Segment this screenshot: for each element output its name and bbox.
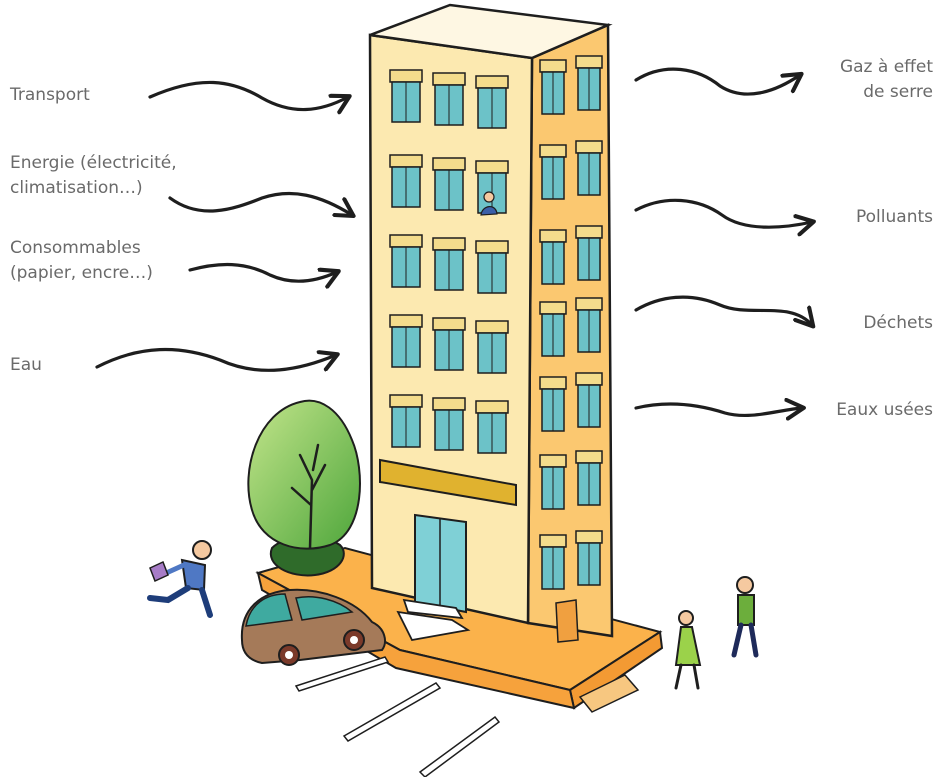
arrow-dechets bbox=[634, 295, 812, 325]
window bbox=[475, 240, 509, 294]
arrow-eaux-usees bbox=[634, 404, 802, 416]
window bbox=[575, 372, 603, 428]
arrow-energie bbox=[168, 191, 352, 215]
window bbox=[575, 140, 603, 196]
label-gaz: Gaz à effet de serre bbox=[839, 57, 933, 102]
window bbox=[575, 530, 603, 586]
arrow-transport bbox=[148, 80, 348, 109]
plaza bbox=[255, 546, 664, 713]
window bbox=[475, 75, 509, 129]
window bbox=[575, 225, 603, 281]
window bbox=[389, 394, 423, 448]
car bbox=[240, 588, 386, 666]
label-energie: Energie (électricité, climatisation…) bbox=[10, 153, 177, 198]
label-dechets: Déchets bbox=[863, 313, 933, 333]
label-eaux-usees: Eaux usées bbox=[836, 400, 933, 420]
label-consommables: Consommables (papier, encre…) bbox=[10, 238, 153, 283]
window bbox=[575, 55, 603, 111]
window bbox=[389, 69, 423, 123]
window bbox=[475, 400, 509, 454]
window bbox=[575, 450, 603, 506]
window bbox=[539, 534, 567, 590]
window bbox=[539, 59, 567, 115]
person-in-window bbox=[480, 191, 498, 216]
label-polluants: Polluants bbox=[856, 207, 933, 227]
label-eau: Eau bbox=[10, 355, 42, 375]
arrow-polluants bbox=[634, 198, 812, 227]
window bbox=[432, 237, 466, 291]
arrow-consommables bbox=[188, 262, 337, 282]
parking-lines bbox=[294, 656, 501, 777]
window bbox=[432, 157, 466, 211]
input-arrows bbox=[95, 80, 352, 372]
output-arrows bbox=[634, 67, 812, 416]
running-man bbox=[147, 540, 213, 618]
window bbox=[539, 454, 567, 510]
arrow-eau bbox=[95, 347, 336, 372]
window bbox=[432, 72, 466, 126]
window bbox=[475, 160, 509, 214]
building-windows bbox=[389, 55, 603, 590]
walking-woman bbox=[674, 610, 702, 690]
window bbox=[539, 144, 567, 200]
window bbox=[389, 154, 423, 208]
arrow-gaz bbox=[634, 67, 800, 96]
window bbox=[539, 229, 567, 285]
window bbox=[475, 320, 509, 374]
window bbox=[539, 301, 567, 357]
window bbox=[432, 397, 466, 451]
walking-man bbox=[731, 576, 759, 658]
window bbox=[432, 317, 466, 371]
label-transport: Transport bbox=[10, 85, 90, 105]
window bbox=[575, 297, 603, 353]
window bbox=[389, 314, 423, 368]
window bbox=[389, 234, 423, 288]
tree bbox=[247, 399, 361, 577]
window bbox=[539, 376, 567, 432]
